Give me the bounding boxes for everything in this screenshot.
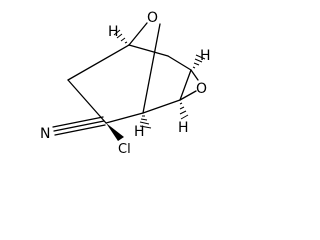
bridge-oxygen-label: O (147, 10, 158, 26)
bond-c3-c4 (179, 69, 192, 101)
hydrogen-label-bottom-left: H (134, 124, 145, 140)
chloro-label: Cl (118, 142, 131, 154)
structure-diagram: O O N Cl H H H H (0, 0, 238, 154)
bond-c1-c7 (67, 44, 130, 81)
bond-c4-o-epoxide (179, 90, 197, 101)
hashed-bond-h-top-right (192, 54, 206, 69)
hashed-bond-h-bottom-left (139, 115, 152, 129)
hydrogen-label-top-left: H (108, 24, 119, 40)
hydrogen-label-bottom-right: H (178, 120, 189, 136)
molecule-drawing: O O N Cl H H H H (40, 10, 211, 154)
bond-c7-c6 (67, 79, 107, 124)
epoxide-oxygen-label: O (196, 81, 207, 97)
hashed-bond-h-bottom-right (179, 102, 189, 120)
ring-bonds (67, 22, 199, 124)
bond-c4-c5 (142, 99, 181, 114)
bond-c3-o-epoxide (190, 69, 199, 81)
wedge-bond-cl (106, 123, 124, 141)
bond-o-bridge-c5 (142, 23, 161, 114)
bond-c2-c3 (167, 55, 192, 71)
bond-c1-c2 (128, 44, 169, 57)
hashed-bond-h-top-left (113, 29, 128, 44)
hydrogen-label-top-right: H (200, 48, 211, 64)
nitrile-nitrogen-label: N (40, 126, 50, 142)
bond-c1-o-bridge (128, 22, 148, 46)
bond-c6-c5 (105, 112, 144, 124)
nitrile-triple-bond (52, 116, 106, 136)
